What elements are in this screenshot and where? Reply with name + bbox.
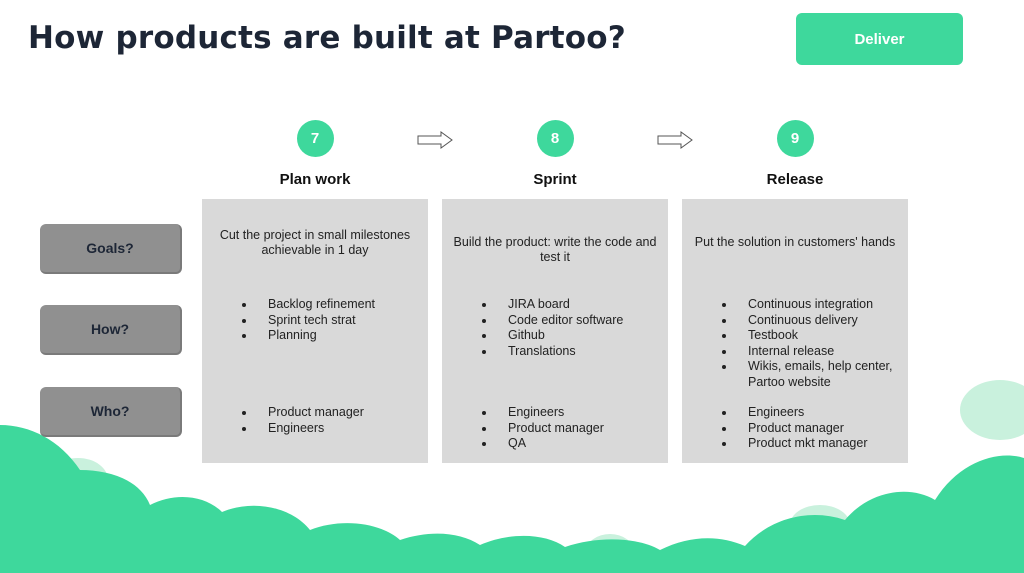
who-list: Engineers Product manager QA <box>442 405 668 452</box>
step-label: Release <box>766 171 824 188</box>
step-sprint: 8 Sprint <box>442 120 668 188</box>
how-list: Continuous integration Continuous delive… <box>682 297 908 390</box>
list-item: Translations <box>482 344 668 360</box>
step-number-badge: 8 <box>536 120 574 157</box>
list-item: QA <box>482 436 668 452</box>
list-item: Product manager <box>722 421 908 437</box>
list-item: Continuous delivery <box>722 313 908 329</box>
who-list: Product manager Engineers <box>202 405 428 436</box>
list-item: Internal release <box>722 344 908 360</box>
list-item: Engineers <box>482 405 668 421</box>
row-label-who: Who? <box>40 387 182 437</box>
list-item: Product mkt manager <box>722 436 908 452</box>
step-number-badge: 7 <box>296 120 334 157</box>
list-item: Continuous integration <box>722 297 908 313</box>
list-item: Product manager <box>242 405 428 421</box>
step-label: Plan work <box>279 171 351 188</box>
who-list: Engineers Product manager Product mkt ma… <box>682 405 908 452</box>
panel-plan-work: Cut the project in small milestones achi… <box>202 199 428 463</box>
arrow-right-icon <box>417 131 453 149</box>
list-item: Github <box>482 328 668 344</box>
list-item: Code editor software <box>482 313 668 329</box>
deliver-button[interactable]: Deliver <box>796 13 963 65</box>
step-label: Sprint <box>533 171 577 188</box>
list-item: Sprint tech strat <box>242 313 428 329</box>
list-item: Testbook <box>722 328 908 344</box>
page-title: How products are built at Partoo? <box>28 20 626 56</box>
how-list: Backlog refinement Sprint tech strat Pla… <box>202 297 428 344</box>
list-item: JIRA board <box>482 297 668 313</box>
row-label-how: How? <box>40 305 182 355</box>
goal-text: Put the solution in customers' hands <box>694 235 896 249</box>
list-item: Engineers <box>722 405 908 421</box>
arrow-right-icon <box>657 131 693 149</box>
step-release: 9 Release <box>682 120 908 188</box>
list-item: Engineers <box>242 421 428 437</box>
goal-text: Build the product: write the code and te… <box>453 235 657 264</box>
list-item: Wikis, emails, help center, Partoo websi… <box>722 359 908 390</box>
step-number-badge: 9 <box>776 120 814 157</box>
panel-release: Put the solution in customers' hands Con… <box>682 199 908 463</box>
goal-text: Cut the project in small milestones achi… <box>219 228 411 257</box>
panel-sprint: Build the product: write the code and te… <box>442 199 668 463</box>
list-item: Planning <box>242 328 428 344</box>
list-item: Product manager <box>482 421 668 437</box>
step-plan-work: 7 Plan work <box>202 120 428 188</box>
list-item: Backlog refinement <box>242 297 428 313</box>
row-label-goals: Goals? <box>40 224 182 274</box>
how-list: JIRA board Code editor software Github T… <box>442 297 668 359</box>
